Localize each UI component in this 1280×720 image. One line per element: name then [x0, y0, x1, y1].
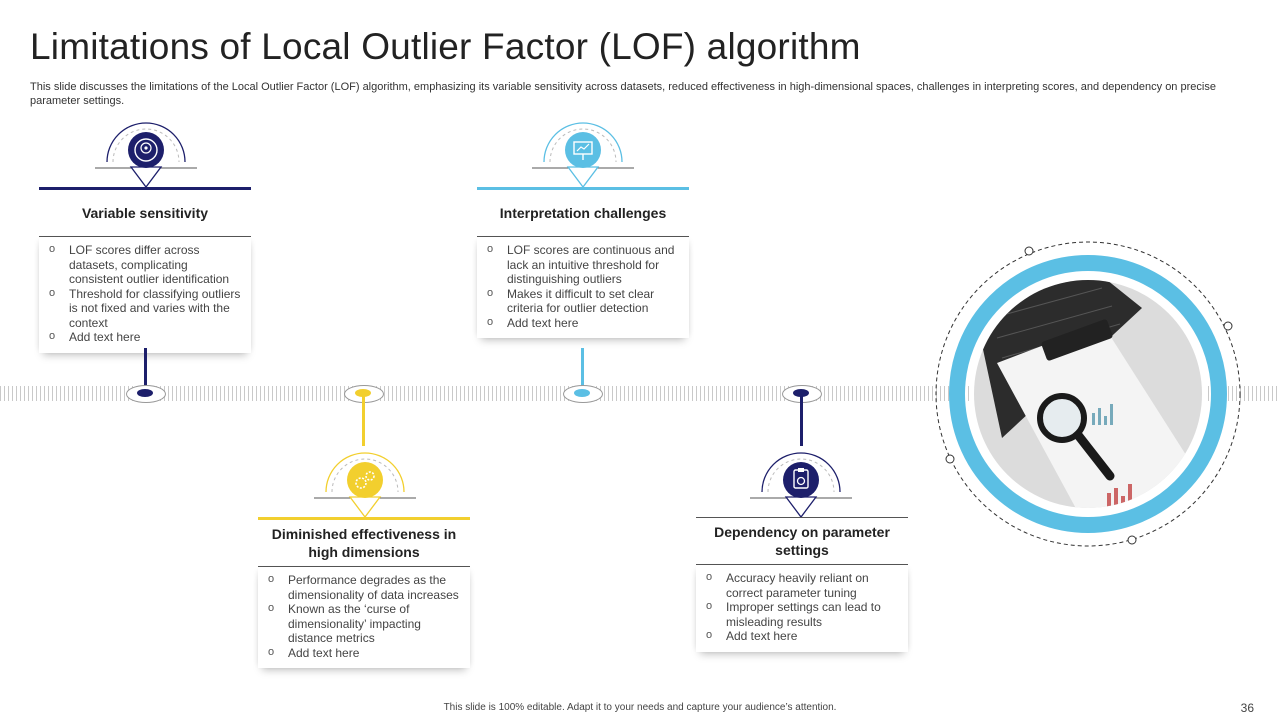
bullet-item: Performance degrades as the dimensionali… — [266, 572, 462, 602]
magnifying-glass-on-report-photo — [935, 241, 1241, 547]
pin-marker-1 — [95, 122, 197, 189]
bullet-item: Known as the ‘curse of dimensionality’ i… — [266, 601, 462, 646]
pin-marker-3 — [314, 452, 416, 519]
card-top-bar — [39, 187, 251, 190]
card-dependency-parameter: Dependency on parameter settings Accurac… — [696, 517, 908, 652]
head-gear-icon — [128, 132, 164, 168]
card-top-bar — [258, 517, 470, 520]
card-heading: Dependency on parameter settings — [714, 524, 890, 558]
card-body: Performance degrades as the dimensionali… — [258, 567, 470, 668]
connector-stem-3 — [362, 394, 365, 446]
connector-stem-1 — [144, 348, 147, 392]
bullet-item: Threshold for classifying outliers is no… — [47, 286, 243, 331]
bullet-item: Add text here — [704, 628, 900, 644]
bullet-item: Add text here — [266, 645, 462, 661]
connector-stem-2 — [581, 348, 584, 392]
footer-note: This slide is 100% editable. Adapt it to… — [443, 702, 837, 713]
bullet-item: Improper settings can lead to misleading… — [704, 599, 900, 629]
card-top-bar — [477, 187, 689, 190]
card-variable-sensitivity: Variable sensitivity LOF scores differ a… — [39, 187, 251, 353]
bullet-item: Makes it difficult to set clear criteria… — [485, 286, 681, 316]
card-heading: Interpretation challenges — [499, 205, 667, 221]
card-body: LOF scores differ across datasets, compl… — [39, 237, 251, 353]
pin-marker-2 — [532, 122, 634, 189]
bullet-item: Add text here — [485, 315, 681, 331]
clipboard-gear-icon — [783, 462, 819, 498]
bullet-item: Add text here — [47, 329, 243, 345]
slide-title: Limitations of Local Outlier Factor (LOF… — [30, 26, 861, 67]
card-top-bar — [696, 517, 908, 518]
slide-subtitle: This slide discusses the limitations of … — [30, 81, 1216, 107]
card-heading: Variable sensitivity — [81, 205, 209, 221]
gears-icon — [347, 462, 383, 498]
card-heading: Diminished effectiveness in high dimensi… — [271, 526, 457, 560]
bullet-item: Accuracy heavily reliant on correct para… — [704, 570, 900, 600]
presentation-board-icon — [565, 132, 601, 168]
page-number: 36 — [1240, 701, 1254, 715]
card-body: Accuracy heavily reliant on correct para… — [696, 565, 908, 652]
card-interpretation-challenges: Interpretation challenges LOF scores are… — [477, 187, 689, 338]
bullet-item: LOF scores differ across datasets, compl… — [47, 242, 243, 287]
pin-marker-4 — [750, 452, 852, 519]
bullet-item: LOF scores are continuous and lack an in… — [485, 242, 681, 287]
card-diminished-effectiveness: Diminished effectiveness in high dimensi… — [258, 517, 470, 668]
connector-stem-4 — [800, 394, 803, 446]
card-body: LOF scores are continuous and lack an in… — [477, 237, 689, 338]
